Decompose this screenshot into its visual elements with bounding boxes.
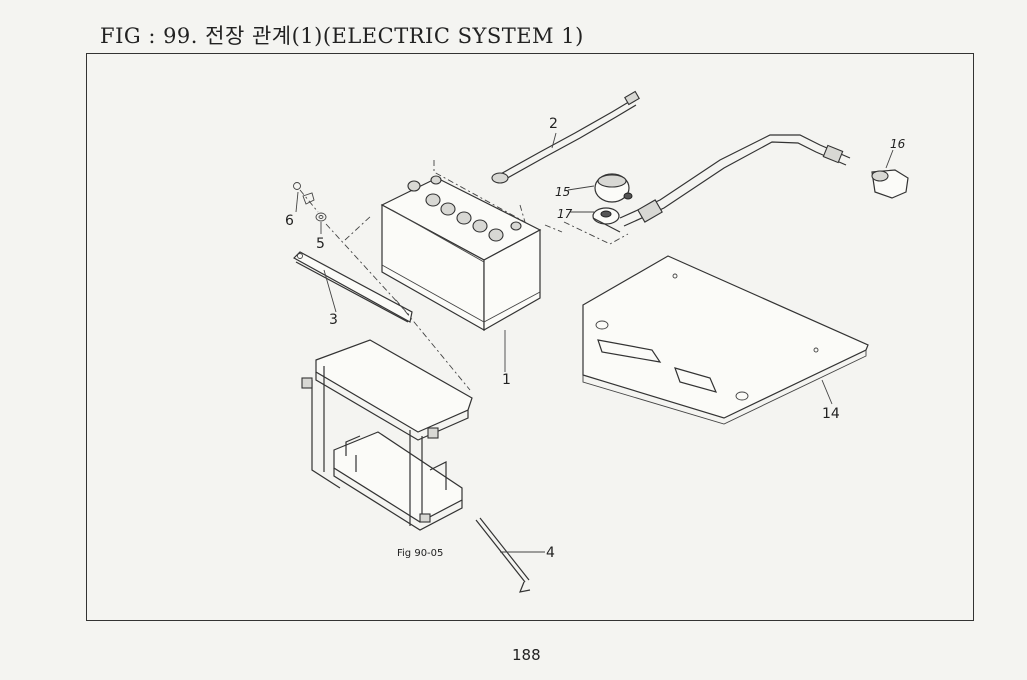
drawing-frame bbox=[86, 53, 974, 621]
callout-2: 2 bbox=[549, 116, 558, 132]
battery-cover-mat bbox=[582, 255, 869, 425]
callout-14: 14 bbox=[822, 406, 840, 422]
battery-hold-bar bbox=[293, 251, 413, 323]
callout-1: 1 bbox=[502, 372, 511, 388]
sub-figure-reference: Fig 90-05 bbox=[397, 548, 443, 559]
callout-17: 17 bbox=[557, 207, 573, 221]
callout-4: 4 bbox=[546, 545, 555, 561]
callout-5: 5 bbox=[316, 236, 325, 252]
figure-title: FIG : 99. 전장 관계(1)(ELECTRIC SYSTEM 1) bbox=[100, 24, 584, 48]
callout-labels: 1 2 3 4 5 6 14 15 16 17 bbox=[285, 116, 906, 561]
battery-tray-frame bbox=[301, 339, 473, 531]
washer bbox=[315, 212, 327, 222]
callout-15: 15 bbox=[555, 185, 570, 199]
terminal-clamp bbox=[592, 207, 621, 233]
terminal-cover bbox=[594, 173, 633, 203]
battery bbox=[380, 175, 542, 332]
positive-cable bbox=[619, 134, 851, 227]
battery-cable bbox=[491, 90, 640, 184]
assembly-lines bbox=[299, 160, 629, 391]
battery-vent-caps bbox=[407, 175, 522, 242]
callout-16: 16 bbox=[890, 137, 906, 151]
callout-3: 3 bbox=[329, 312, 338, 328]
nut bbox=[293, 182, 315, 205]
hook-bolt bbox=[475, 517, 531, 593]
leader-lines bbox=[295, 132, 894, 553]
callout-6: 6 bbox=[285, 213, 294, 229]
page-number: 188 bbox=[512, 646, 541, 664]
terminal-cap bbox=[871, 169, 909, 199]
